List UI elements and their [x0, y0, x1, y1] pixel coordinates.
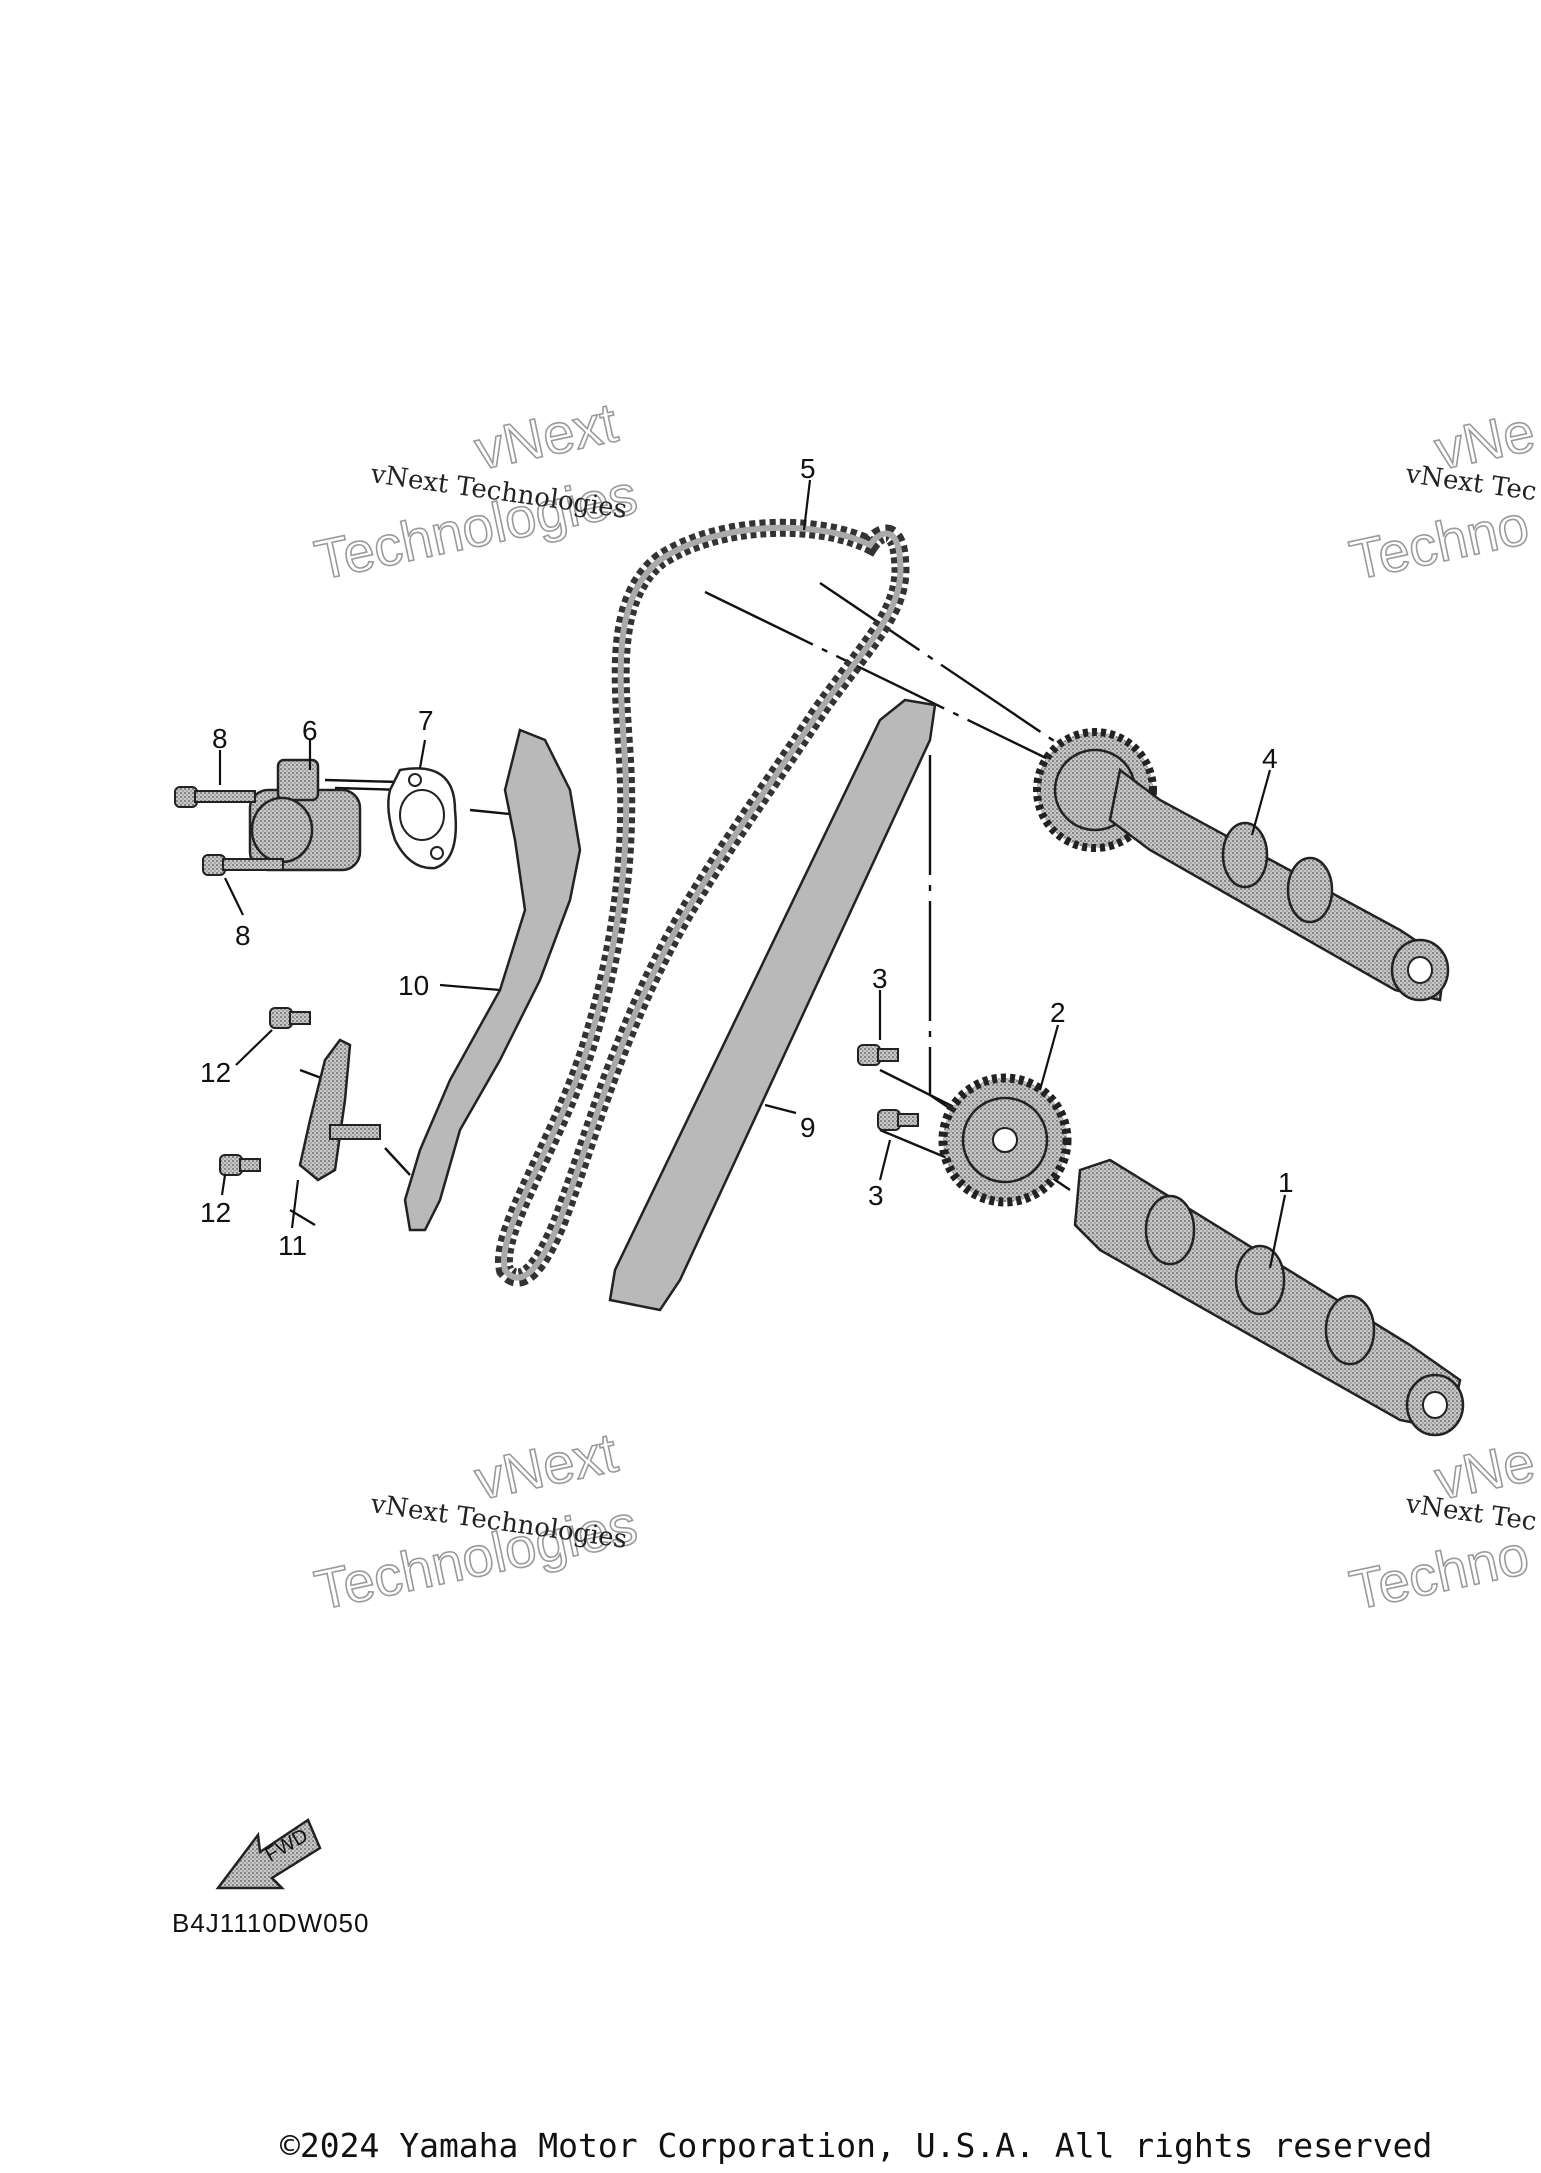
- callout-4: 4: [1262, 743, 1278, 774]
- gasket-hole-top: [408, 773, 422, 787]
- guide-bracket: [298, 1038, 352, 1182]
- callout-3-upper: 3: [872, 963, 888, 994]
- bolt-12-lower: [219, 1154, 261, 1176]
- chain-guide: [608, 698, 937, 1312]
- bolt-12-upper: [269, 1007, 311, 1029]
- copyright-notice: ©2024 Yamaha Motor Corporation, U.S.A. A…: [280, 2126, 1433, 2165]
- watermark-top-right: Techno vNe vNext Tec: [1344, 399, 1541, 593]
- callout-10: 10: [398, 970, 429, 1001]
- sprocket-bolt-upper: [857, 1044, 899, 1066]
- cam-sprocket: [938, 1073, 1072, 1207]
- camshaft-upper: [1033, 728, 1450, 1002]
- callout-1: 1: [1278, 1167, 1294, 1198]
- callout-labels: 5 4 2 1 3 3 9 7 6 8 8 10 12 12 11: [200, 453, 1294, 1261]
- diagram-code: B4J1110DW050: [172, 1908, 369, 1938]
- callout-3-lower: 3: [868, 1180, 884, 1211]
- tensioner-guide: [403, 728, 582, 1232]
- gasket-center-hole: [399, 789, 445, 841]
- callout-7: 7: [418, 705, 434, 736]
- watermark-bottom-right: Techno vNe vNext Tec: [1344, 1429, 1541, 1623]
- watermark-top-left: Technologies vNext vNext Technologies: [309, 389, 643, 592]
- callout-2: 2: [1050, 997, 1066, 1028]
- tensioner-assembly: [248, 758, 362, 872]
- bolt-upper: [174, 786, 256, 808]
- svg-text:Techno: Techno: [1344, 493, 1534, 592]
- bracket-pin: [329, 1124, 381, 1140]
- callout-9: 9: [800, 1112, 816, 1143]
- callout-11: 11: [278, 1230, 307, 1261]
- leader-lines: [218, 479, 1287, 1269]
- gasket-hole-bottom: [430, 846, 444, 860]
- callout-8-upper: 8: [212, 723, 228, 754]
- forward-direction-arrow: FWD: [215, 1818, 322, 1890]
- callout-6: 6: [302, 715, 318, 746]
- cam-chain-inner: [500, 524, 904, 1281]
- sprocket-bolt-lower: [877, 1109, 919, 1131]
- callout-12-upper: 12: [200, 1057, 231, 1088]
- callout-12-lower: 12: [200, 1197, 231, 1228]
- callout-5: 5: [800, 453, 816, 484]
- svg-text:Techno: Techno: [1344, 1523, 1534, 1622]
- watermark-bottom-left: Technologies vNext vNext Technologies: [309, 1419, 643, 1622]
- camshaft-lower: [1073, 1158, 1465, 1437]
- bolt-lower: [202, 854, 284, 876]
- callout-8-lower: 8: [235, 920, 251, 951]
